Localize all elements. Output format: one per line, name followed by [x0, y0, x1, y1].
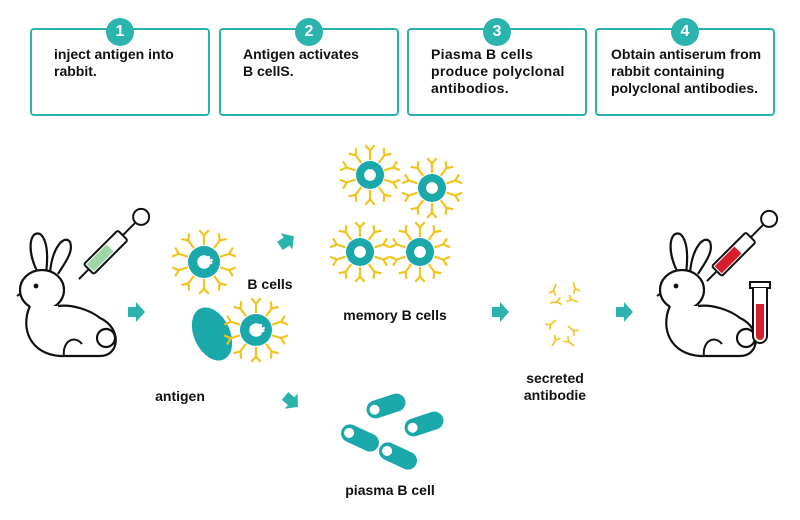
b-cell-icon-activated-2	[223, 297, 289, 363]
plasma-b-cell-icon-4	[379, 442, 417, 470]
step-number-3: 3	[483, 18, 511, 46]
step-box-1: 1 inject antigen into rabbit.	[30, 18, 210, 116]
plasma-b-cell-label: piasma B cell	[345, 482, 435, 498]
step-box-3: 3 Piasma B cells produce polyclonal anti…	[407, 18, 587, 116]
antigen-label: antigen	[155, 388, 205, 404]
step-text-4: Obtain antiserum from rabbit containing …	[611, 46, 762, 96]
antigen-icon	[191, 307, 233, 361]
b-cell-icon-activated-1	[171, 229, 237, 295]
memory-b-cell-icon-3	[329, 221, 391, 283]
arrow-icon-5	[616, 302, 633, 322]
plasma-b-cell-icon-3	[341, 424, 379, 452]
arrow-icon-3	[278, 388, 305, 415]
step-number-4: 4	[671, 18, 699, 46]
step-box-4: 4 Obtain antiserum from rabbit containin…	[595, 18, 775, 116]
step-text-2: Antigen activates B cellS.	[243, 46, 359, 79]
step-number-1: 1	[106, 18, 134, 46]
syringe-icon-right	[706, 209, 779, 282]
memory-b-cell-icon-2	[401, 157, 463, 219]
step-number-2: 2	[295, 18, 323, 46]
step-box-2: 2 Antigen activates B cellS.	[219, 18, 399, 116]
test-tube-icon	[749, 281, 771, 344]
antibody-icon-group	[544, 280, 581, 350]
arrow-icon-1	[128, 302, 145, 322]
secreted-antibodies-label: secreted antibodie	[523, 370, 587, 403]
plasma-b-cell-icon-1	[366, 393, 406, 419]
memory-b-cell-icon-4	[389, 221, 451, 283]
step-text-1: inject antigen into rabbit.	[54, 46, 174, 79]
syringe-icon-left	[78, 207, 151, 280]
memory-b-cell-icon-1	[339, 144, 401, 206]
arrow-icon-2	[274, 228, 300, 255]
arrow-icon-4	[492, 302, 509, 322]
plasma-b-cell-icon-2	[404, 411, 444, 437]
step-text-3: Piasma B cells produce polyclonal antibo…	[431, 46, 565, 96]
memory-b-cells-label: memory B cells	[343, 307, 447, 323]
b-cells-label: B cells	[247, 276, 293, 292]
